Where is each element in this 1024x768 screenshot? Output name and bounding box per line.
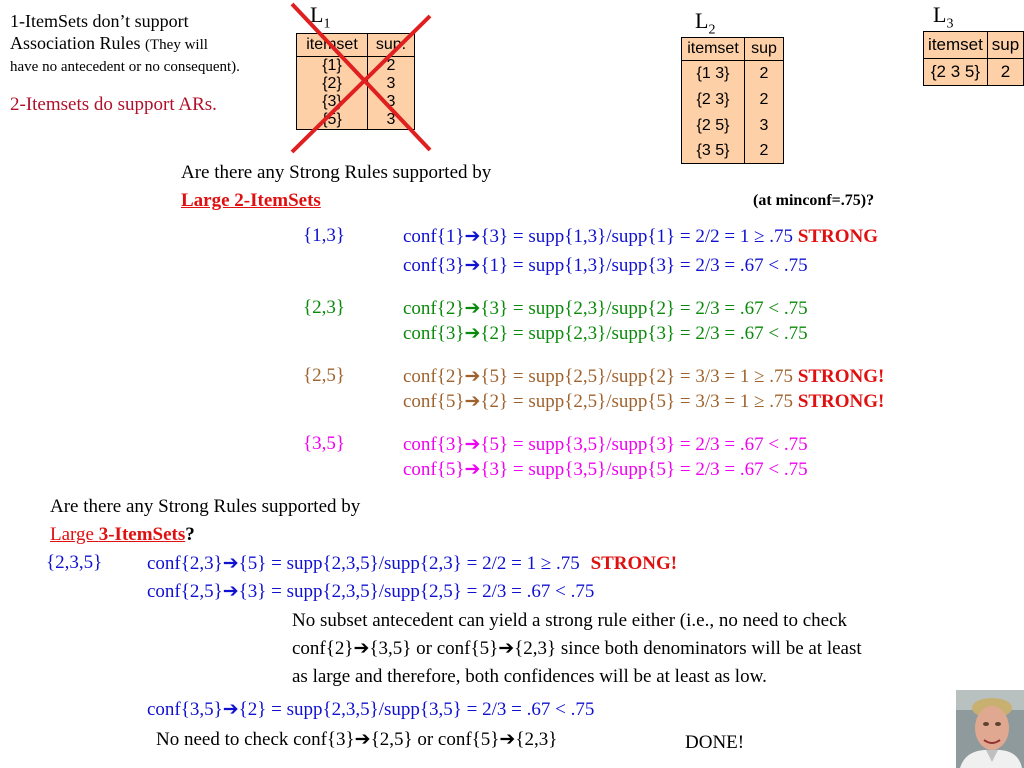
q2-qmark: ?: [185, 524, 195, 545]
l1-header-sup: sup.: [367, 33, 415, 57]
q1-line: Are there any Strong Rules supported by: [181, 162, 492, 183]
rule-235-c: conf{3,5}➔{2} = supp{2,3,5}/supp{3,5} = …: [147, 699, 595, 720]
l3-cell: {2 3 5}: [923, 58, 988, 86]
set-2-5: {2,5}: [303, 365, 345, 386]
rule-2-3-a: conf{2}➔{3} = supp{2,3}/supp{2} = 2/3 = …: [403, 298, 808, 319]
note-line-2-small: (They will: [145, 37, 208, 53]
note-line-2: Association Rules (They will: [10, 32, 240, 56]
l3-cell: 2: [986, 58, 1024, 86]
q2-link-row: Large 3-ItemSets?: [50, 524, 195, 546]
strong-tag: STRONG!: [797, 366, 885, 387]
l1-cell: {2}: [296, 75, 368, 93]
note-2itemsets: 2-Itemsets do support ARs.: [10, 94, 217, 115]
set-3-5: {3,5}: [303, 433, 345, 454]
explanation: No subset antecedent can yield a strong …: [292, 607, 862, 691]
l3-label: L3: [933, 2, 954, 32]
set-2-3: {2,3}: [303, 297, 345, 318]
rule-2-5-b: conf{5}➔{2} = supp{2,5}/supp{5} = 3/3 = …: [403, 391, 885, 412]
done-label: DONE!: [685, 732, 745, 753]
strong-tag: STRONG!: [797, 391, 885, 412]
q1-minconf: (at minconf=.75)?: [753, 192, 875, 209]
l2-cell: 2: [744, 60, 784, 87]
strong-tag: STRONG: [797, 226, 879, 247]
portrait-photo: [956, 690, 1024, 768]
l2-cell: 3: [744, 113, 784, 139]
l2-cell: {2 3}: [681, 87, 745, 113]
portrait-image: [956, 690, 1024, 768]
l1-cell: 2: [367, 56, 415, 75]
note-line-1: 1-ItemSets don’t support: [10, 11, 189, 31]
rule-3-5-b: conf{5}➔{3} = supp{3,5}/supp{5} = 2/3 = …: [403, 459, 808, 480]
explanation-line: conf{2}➔{3,5} or conf{5}➔{2,3} since bot…: [292, 638, 862, 659]
l2-cell: 2: [744, 87, 784, 113]
no-need-note: No need to check conf{3}➔{2,5} or conf{5…: [156, 729, 558, 750]
note-line-3: have no antecedent or no consequent).: [10, 59, 240, 75]
note-line-2-main: Association Rules: [10, 33, 141, 53]
l2-header-itemset: itemset: [681, 37, 745, 61]
l2-label: L2: [695, 8, 716, 38]
q2-link[interactable]: Large 3-ItemSets: [50, 524, 186, 545]
l1-label: L1: [310, 2, 331, 32]
q2-line: Are there any Strong Rules supported by: [50, 496, 361, 517]
explanation-line: as large and therefore, both confidences…: [292, 666, 767, 687]
l3-header-sup: sup: [986, 31, 1024, 59]
set-2-3-5: {2,3,5}: [46, 552, 103, 573]
rule-1-3-a: conf{1}➔{3} = supp{1,3}/supp{1} = 2/2 = …: [403, 226, 879, 247]
rule-3-5-a: conf{3}➔{5} = supp{3,5}/supp{3} = 2/3 = …: [403, 434, 808, 455]
strong-tag: STRONG!: [590, 553, 678, 574]
rule-1-3-b: conf{3}➔{1} = supp{1,3}/supp{3} = 2/3 = …: [403, 255, 808, 276]
explanation-line: No subset antecedent can yield a strong …: [292, 610, 848, 631]
l3-header-itemset: itemset: [923, 31, 988, 59]
l2-cell: {3 5}: [681, 139, 745, 164]
set-1-3: {1,3}: [303, 225, 345, 246]
rule-235-a: conf{2,3}➔{5} = supp{2,3,5}/supp{2,3} = …: [147, 553, 678, 574]
rule-235-b: conf{2,5}➔{3} = supp{2,3,5}/supp{2,5} = …: [147, 581, 595, 602]
l2-header-sup: sup: [744, 37, 784, 61]
rule-2-5-a: conf{2}➔{5} = supp{2,5}/supp{2} = 3/3 = …: [403, 366, 885, 387]
l2-cell: {1 3}: [681, 60, 745, 87]
cross-out-mark: [290, 2, 432, 154]
l1-cell: 3: [367, 111, 415, 130]
rule-2-3-b: conf{3}➔{2} = supp{2,3}/supp{3} = 2/3 = …: [403, 323, 808, 344]
l1-cell: {1}: [296, 56, 368, 75]
q1-link[interactable]: Large 2-ItemSets: [181, 190, 321, 211]
l2-cell: {2 5}: [681, 113, 745, 139]
note-itemsets: 1-ItemSets don’t support Association Rul…: [10, 10, 240, 78]
l2-cell: 2: [744, 139, 784, 164]
